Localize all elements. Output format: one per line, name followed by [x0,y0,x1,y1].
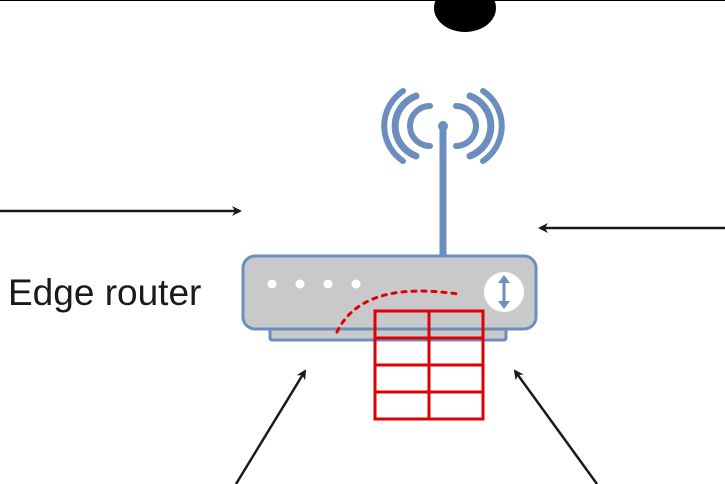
arrow-from-bottom-left [234,369,307,484]
routing-path-dotted [335,289,460,334]
router-label: Edge router [8,272,202,313]
upstream-node-dot [434,0,496,32]
router-led-1 [267,279,277,289]
routing-table-icon [373,309,485,421]
up-down-arrows-icon [484,272,524,312]
router-led-4 [351,279,361,289]
wifi-antenna-icon [381,88,505,256]
router-led-3 [323,279,333,289]
arrow-from-bottom-right [513,369,599,484]
router-icon [241,254,538,342]
router-led-2 [295,279,305,289]
